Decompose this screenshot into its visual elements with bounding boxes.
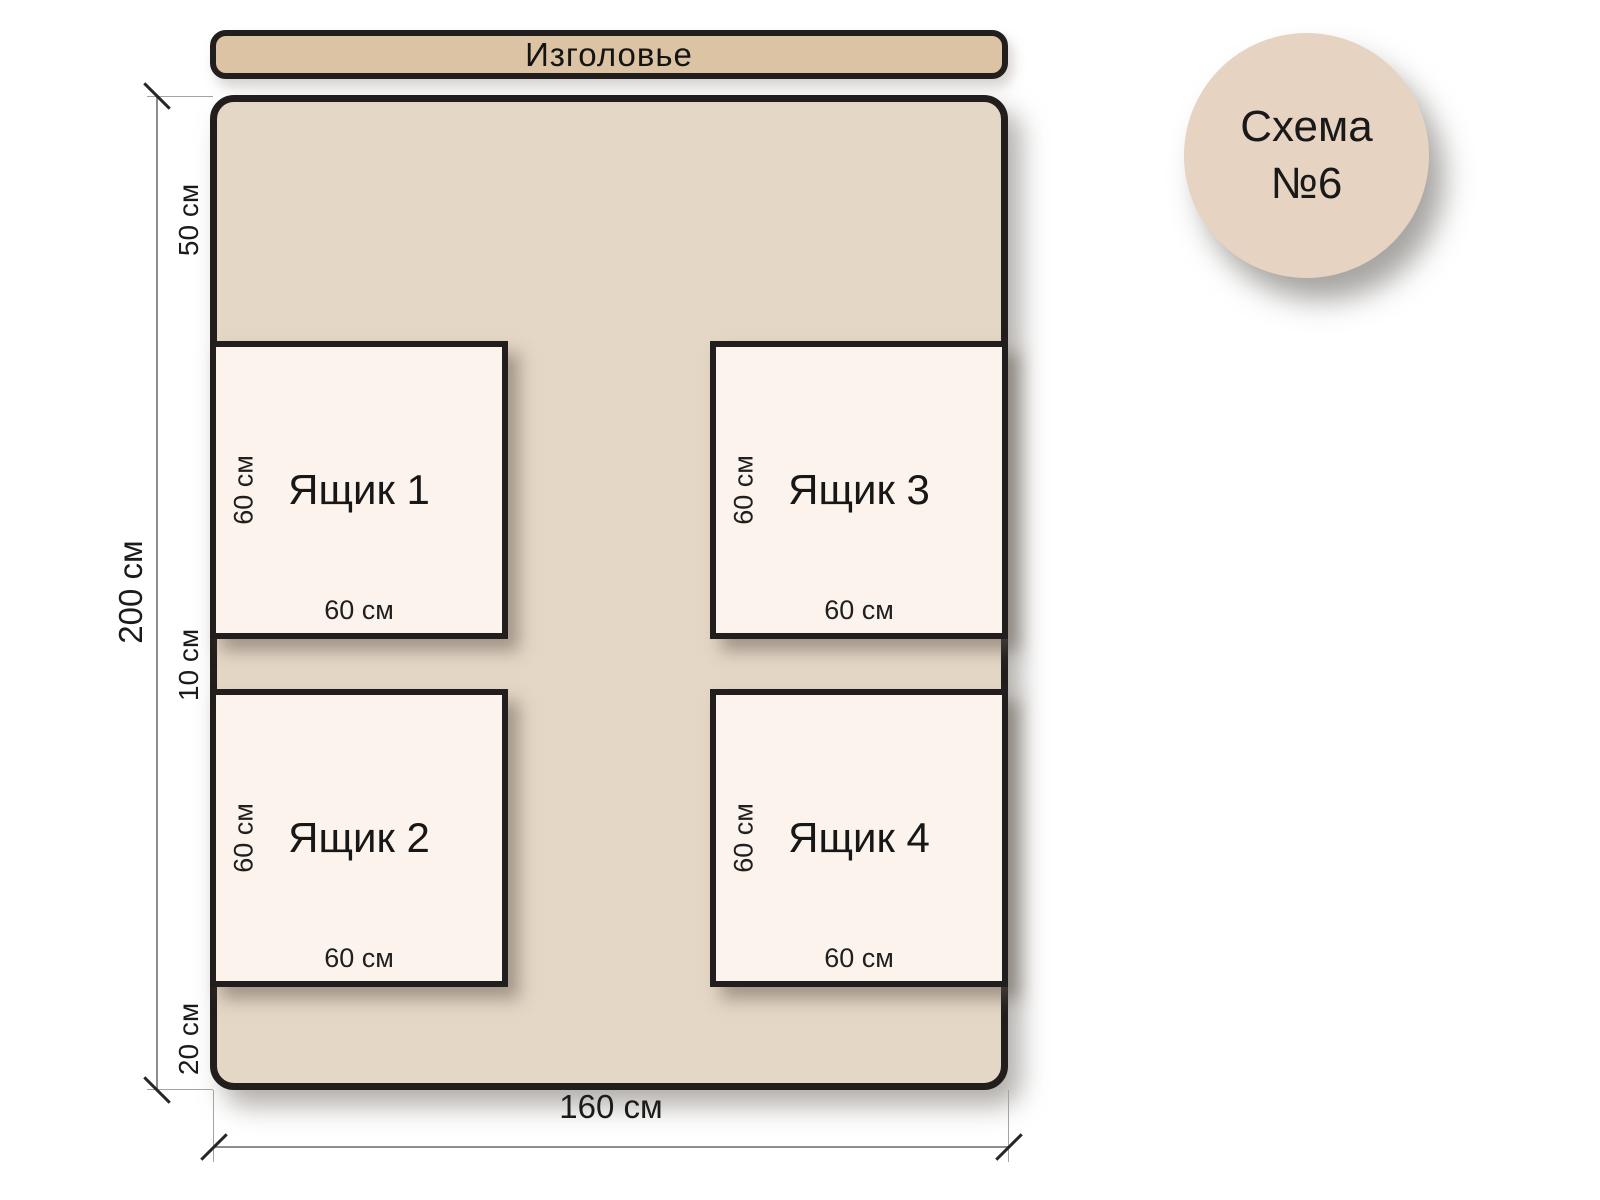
drawer-3-depth-label: 60 см xyxy=(728,455,759,525)
headboard-label: Изголовье xyxy=(525,35,693,73)
total-height-label: 200 см xyxy=(112,540,149,644)
scheme-badge-title: Схема xyxy=(1240,102,1373,152)
drawer-2-width-label: 60 см xyxy=(324,943,394,973)
drawer-1-depth-label: 60 см xyxy=(228,455,259,525)
extension-line-bottom xyxy=(147,1089,213,1090)
segment-bottom-label: 20 см xyxy=(173,1002,204,1076)
drawer-1-title: Ящик 1 xyxy=(288,466,430,513)
drawer-4: 60 см Ящик 4 60 см xyxy=(710,689,1008,987)
drawer-2-depth-label: 60 см xyxy=(228,803,259,873)
drawer-1: 60 см Ящик 1 60 см xyxy=(210,341,508,639)
headboard: Изголовье xyxy=(210,30,1008,79)
drawer-4-width-label: 60 см xyxy=(824,943,894,973)
horizontal-dimension-line xyxy=(213,1146,1010,1148)
drawer-2: 60 см Ящик 2 60 см xyxy=(210,689,508,987)
total-width-label: 160 см xyxy=(559,1088,663,1125)
drawer-3-width-label: 60 см xyxy=(824,595,894,625)
scheme-badge-number: №6 xyxy=(1270,158,1343,208)
scheme-badge: Схема №6 xyxy=(1184,33,1429,278)
drawer-3: 60 см Ящик 3 60 см xyxy=(710,341,1008,639)
extension-line-right xyxy=(1008,1090,1009,1162)
drawer-3-title: Ящик 3 xyxy=(788,466,930,513)
drawer-4-depth-label: 60 см xyxy=(728,803,759,873)
vertical-dimension-line xyxy=(156,95,158,1091)
drawer-1-width-label: 60 см xyxy=(324,595,394,625)
segment-gap-label: 10 см xyxy=(173,628,204,702)
extension-line-left xyxy=(213,1090,214,1162)
drawer-4-title: Ящик 4 xyxy=(788,814,930,861)
drawer-2-title: Ящик 2 xyxy=(288,814,430,861)
segment-top-label: 50 см xyxy=(173,183,204,257)
extension-line-top xyxy=(147,96,213,97)
